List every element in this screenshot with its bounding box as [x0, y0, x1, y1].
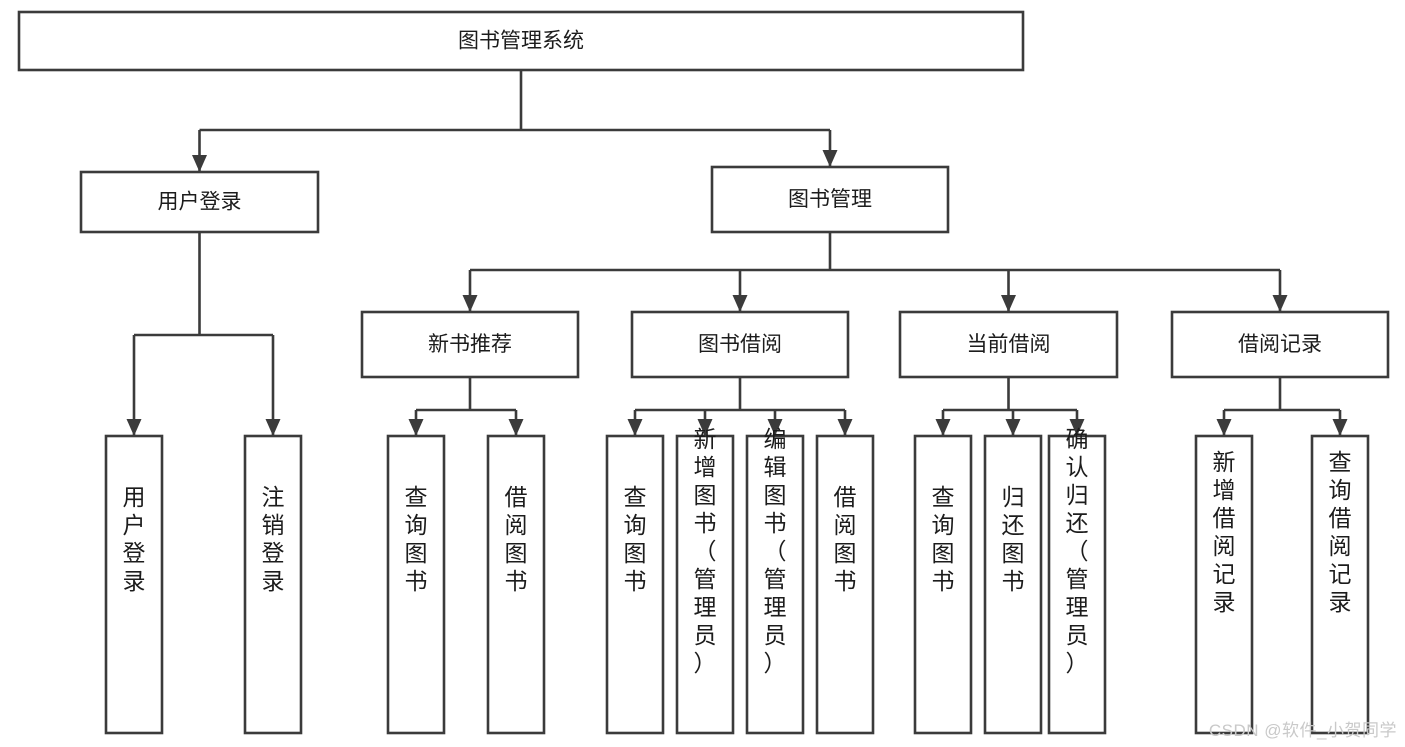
node-label-current-borrow: 当前借阅 — [967, 333, 1051, 356]
node-box-user-login-do — [104, 434, 164, 735]
node-box-user-logout — [243, 434, 303, 735]
arrow-head-book-manage — [822, 150, 838, 167]
node-box-current-borrow — [898, 310, 1119, 379]
node-box-user-login — [79, 170, 320, 234]
node-user-login[interactable]: 用户登录 — [79, 170, 320, 234]
node-label-borrow-record: 借阅记录 — [1238, 333, 1322, 356]
node-br-add-record[interactable]: 新增借阅记录 — [1194, 434, 1254, 735]
node-cb-return-book[interactable]: 归还图书 — [983, 434, 1043, 735]
node-label-bb-borrow-book: 借阅图书 — [834, 484, 857, 594]
node-label-cb-return-book: 归还图书 — [1002, 484, 1025, 594]
node-box-cb-confirm-return — [1047, 434, 1107, 735]
node-current-borrow[interactable]: 当前借阅 — [898, 310, 1119, 379]
node-label-book-manage: 图书管理 — [788, 188, 872, 211]
arrow-head-borrow-record — [1272, 295, 1288, 312]
node-new-book-recommend[interactable]: 新书推荐 — [360, 310, 580, 379]
node-box-book-borrow — [630, 310, 850, 379]
node-label-cb-confirm-return: 确认归还（管理员） — [1066, 426, 1089, 676]
node-box-bb-query-book — [605, 434, 665, 735]
node-cb-confirm-return[interactable]: 确认归还（管理员） — [1047, 426, 1107, 735]
node-label-user-login: 用户登录 — [158, 191, 242, 214]
arrow-head-user-login-do — [126, 419, 142, 436]
node-label-cb-query-book: 查询图书 — [932, 484, 955, 594]
edges-layer — [126, 70, 1348, 436]
node-box-bb-borrow-book — [815, 434, 875, 735]
arrow-head-cb-query-book — [935, 419, 951, 436]
arrow-head-bb-add-book — [697, 419, 713, 436]
node-box-bb-add-book — [675, 434, 735, 735]
node-box-cb-query-book — [913, 434, 973, 735]
arrow-head-new-book-recommend — [462, 295, 478, 312]
node-label-br-add-record: 新增借阅记录 — [1213, 449, 1236, 615]
node-box-br-query-record — [1310, 434, 1370, 735]
node-box-bb-edit-book — [745, 434, 805, 735]
node-label-root: 图书管理系统 — [458, 30, 584, 53]
arrow-head-book-borrow — [732, 295, 748, 312]
arrow-head-cb-confirm-return — [1069, 419, 1085, 436]
node-label-user-logout: 注销登录 — [262, 484, 285, 594]
node-label-book-borrow: 图书借阅 — [698, 333, 782, 356]
arrow-head-bb-borrow-book — [837, 419, 853, 436]
node-box-new-book-recommend — [360, 310, 580, 379]
arrow-head-br-query-record — [1332, 419, 1348, 436]
node-label-bb-edit-book: 编辑图书（管理员） — [764, 426, 787, 676]
node-borrow-record[interactable]: 借阅记录 — [1170, 310, 1390, 379]
arrow-head-nb-query-book — [408, 419, 424, 436]
node-bb-borrow-book[interactable]: 借阅图书 — [815, 434, 875, 735]
arrow-head-user-logout — [265, 419, 281, 436]
arrow-head-bb-query-book — [627, 419, 643, 436]
node-label-bb-query-book: 查询图书 — [624, 484, 647, 594]
node-label-new-book-recommend: 新书推荐 — [428, 333, 512, 356]
node-bb-add-book[interactable]: 新增图书（管理员） — [675, 426, 735, 735]
arrow-head-cb-return-book — [1005, 419, 1021, 436]
node-bb-edit-book[interactable]: 编辑图书（管理员） — [745, 426, 805, 735]
node-box-br-add-record — [1194, 434, 1254, 735]
node-label-br-query-record: 查询借阅记录 — [1329, 449, 1352, 615]
arrow-head-current-borrow — [1001, 295, 1016, 312]
node-label-nb-query-book: 查询图书 — [405, 484, 428, 594]
node-box-borrow-record — [1170, 310, 1390, 379]
node-nb-query-book[interactable]: 查询图书 — [386, 434, 446, 735]
node-box-nb-borrow-book — [486, 434, 546, 735]
node-bb-query-book[interactable]: 查询图书 — [605, 434, 665, 735]
node-box-book-manage — [710, 165, 950, 234]
node-cb-query-book[interactable]: 查询图书 — [913, 434, 973, 735]
arrow-head-user-login — [192, 155, 207, 172]
csdn-watermark: CSDN @软件_小贺同学 — [1208, 721, 1397, 740]
node-label-nb-borrow-book: 借阅图书 — [505, 484, 528, 594]
arrow-head-bb-edit-book — [767, 419, 783, 436]
arrow-head-nb-borrow-book — [508, 419, 524, 436]
node-user-login-do[interactable]: 用户登录 — [104, 434, 164, 735]
nodes-layer: 图书管理系统用户登录用户登录注销登录图书管理新书推荐查询图书借阅图书图书借阅查询… — [17, 10, 1390, 735]
node-user-logout[interactable]: 注销登录 — [243, 434, 303, 735]
node-book-borrow[interactable]: 图书借阅 — [630, 310, 850, 379]
node-root[interactable]: 图书管理系统 — [17, 10, 1025, 72]
node-label-user-login-do: 用户登录 — [123, 484, 146, 594]
node-label-bb-add-book: 新增图书（管理员） — [694, 426, 717, 676]
node-box-nb-query-book — [386, 434, 446, 735]
arrow-head-br-add-record — [1216, 419, 1232, 436]
node-box-root — [17, 10, 1025, 72]
node-nb-borrow-book[interactable]: 借阅图书 — [486, 434, 546, 735]
node-book-manage[interactable]: 图书管理 — [710, 165, 950, 234]
node-br-query-record[interactable]: 查询借阅记录 — [1310, 434, 1370, 735]
node-box-cb-return-book — [983, 434, 1043, 735]
